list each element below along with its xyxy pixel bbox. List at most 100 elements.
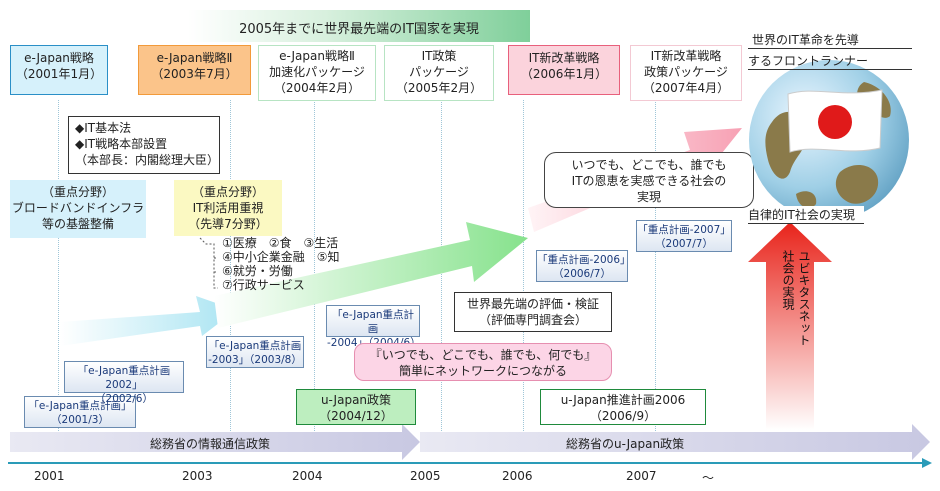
evaluation-title: 世界最先端の評価・検証 [466,297,599,311]
strategy-ejapan2-accel-2004: e-Japan戦略Ⅱ 加速化パッケージ （2004年2月） [258,45,376,101]
focus-heading: （重点分野） [41,185,114,199]
strategy-title: e-Japan戦略 [24,51,94,65]
plan-ejapan-2002: 「e-Japan重点計画2002」 （2002/6） [64,361,184,405]
world-lead-line: するフロントランナー [748,53,912,70]
plan-ejapan-2004: 「e-Japan重点計画 -2004」（2004/6） [326,305,421,349]
world-lead-title: 世界のIT革命を先導 するフロントランナー [748,32,912,70]
policy-bar-left-label: 総務省の情報通信政策 [150,437,271,451]
plan-title: 「重点計画-2006」 [537,254,631,266]
focus-text: IT利活用重視 [192,201,264,215]
year-2001: 2001 [34,469,65,483]
field-item: ①医療 ②食 ③生活 [222,236,339,250]
law-item: ◆IT基本法 [75,121,132,135]
bubble-line: 実現 [636,190,661,204]
plan-date: -2003」（2003/8） [208,354,302,366]
goal-banner-text: 2005年までに世界最先端のIT国家を実現 [239,22,479,37]
plan-2007: 「重点計画-2007」 （2007/7） [636,220,732,252]
phrase-line: 『いつでも、どこでも、誰でも、何でも』 [369,348,597,362]
focus-area-utilization: （重点分野） IT利活用重視 （先導7分野） [174,180,282,236]
ubiquitous-vertical-label: ユビキタスネット 社会の実現 [768,250,812,360]
strategy-ejapan-2001: e-Japan戦略 （2001年1月） [10,45,108,95]
guide-line-2003 [230,100,231,451]
autonomous-society-label: 自律的IT社会の実現 [748,206,864,224]
strategy-title: e-Japan戦略Ⅱ [279,49,355,63]
strategy-ejapan2-2003: e-Japan戦略Ⅱ （2003年7月） [138,45,251,95]
focus-area-infrastructure: （重点分野） ブロードバンドインフラ 等の基盤整備 [10,180,146,238]
phrase-line: 簡単にネットワークにつながる [398,364,567,378]
plan-date: （2006/7） [553,268,611,280]
year-2005: 2005 [410,469,441,483]
strategy-it-reform-2006: IT新改革戦略 （2006年1月） [508,45,620,95]
ubiquitous-phrase-box: 『いつでも、どこでも、誰でも、何でも』 簡単にネットワークにつながる [354,343,612,381]
leading-fields-list: ①医療 ②食 ③生活 ④中小企業金融 ⑤知 ⑥就労・労働 ⑦行政サービス [222,236,340,292]
bubble-line: ITの恩恵を実感できる社会の [571,174,727,188]
plan-title: 「e-Japan重点計画」 [28,400,132,412]
focus-text: （先導7分野） [188,217,268,231]
strategy-date: （2001年1月） [15,67,103,81]
arrow-phase2 [214,222,528,328]
ujapan-plan-title: u-Japan推進計画2006 [560,393,686,407]
strategy-it-package-2005: IT政策 パッケージ （2005年2月） [384,45,494,101]
it-basic-law-box: ◆IT基本法 ◆IT戦略本部設置 （本部長：内閣総理大臣） [68,116,220,174]
strategy-title: e-Japan戦略Ⅱ [156,51,233,65]
strategy-it-reform-package-2007: IT新改革戦略 政策パッケージ （2007年4月） [630,45,742,101]
guide-line-2001 [58,100,59,451]
ujapan-policy-title: u-Japan政策 [320,393,392,407]
guide-line-2007 [655,100,656,451]
plan-date: （2002/6） [95,393,153,405]
plan-ejapan-2001: 「e-Japan重点計画」 （2001/3） [24,396,136,428]
ujapan-policy-date: （2004/12） [319,409,393,423]
strategy-title: IT政策 [421,49,457,63]
year-2004: 2004 [292,469,323,483]
plan-date: （2007/7） [655,238,713,250]
law-item: （本部長：内閣総理大臣） [75,153,220,167]
year-2006: 2006 [502,469,533,483]
guide-line-2006 [523,100,524,451]
policy-bar-left [10,424,420,460]
globe-flag-icon [749,60,909,220]
strategy-date: （2003年7月） [151,67,238,81]
policy-bar-right [420,424,930,460]
strategy-subtitle: 加速化パッケージ [269,65,365,79]
strategy-subtitle: 政策パッケージ [644,65,728,79]
plan-title: 「e-Japan重点計画 [331,309,415,335]
law-item: ◆IT戦略本部設置 [75,137,168,151]
guide-line-2005 [441,100,442,451]
timeline-arrowhead [922,458,932,468]
plan-date: （2001/3） [51,414,109,426]
evaluation-sub: （評価専門調査会） [478,313,587,327]
policy-bar-right-label: 総務省のu-Japan政策 [566,437,685,451]
fields-bracket [199,237,218,289]
vertical-col: 社会の実現 [781,250,795,310]
ujapan-plan-date: （2006/9） [589,409,657,423]
plan-2006: 「重点計画-2006」 （2006/7） [536,250,631,282]
plan-title: 「重点計画-2007」 [637,224,731,236]
bubble-line: いつでも、どこでも、誰でも [571,158,727,172]
strategy-subtitle: パッケージ [409,65,469,79]
arrow-ubiquitous [748,222,832,430]
plan-ejapan-2003: 「e-Japan重点計画 -2003」（2003/8） [206,336,304,368]
plan-title: 「e-Japan重点計画2002」 [77,365,171,391]
year-continuation: ～ [702,471,715,485]
field-item: ⑦行政サービス [222,278,305,292]
field-item: ④中小企業金融 ⑤知 [222,250,340,264]
goal-banner: 2005年までに世界最先端のIT国家を実現 [188,10,530,42]
ujapan-plan-2006-box: u-Japan推進計画2006 （2006/9） [540,389,706,425]
plan-title: 「e-Japan重点計画 [208,340,302,352]
strategy-date: （2007年4月） [642,81,730,95]
strategy-title: IT新改革戦略 [528,51,600,65]
ujapan-policy-box: u-Japan政策 （2004/12） [296,389,416,425]
field-item: ⑥就労・労働 [222,264,293,278]
evaluation-box: 世界最先端の評価・検証 （評価専門調査会） [454,292,612,332]
year-2007: 2007 [626,469,657,483]
strategy-date: （2005年2月） [395,81,483,95]
strategy-date: （2004年2月） [273,81,361,95]
focus-heading: （重点分野） [191,185,264,199]
arrow-phase1 [60,296,236,346]
world-lead-line: 世界のIT革命を先導 [748,32,912,49]
year-2003: 2003 [182,469,213,483]
strategy-date: （2006年1月） [520,67,608,81]
focus-text: 等の基盤整備 [41,217,114,231]
vertical-col: ユビキタスネット [797,250,811,346]
society-bubble: いつでも、どこでも、誰でも ITの恩恵を実感できる社会の 実現 [544,152,754,208]
